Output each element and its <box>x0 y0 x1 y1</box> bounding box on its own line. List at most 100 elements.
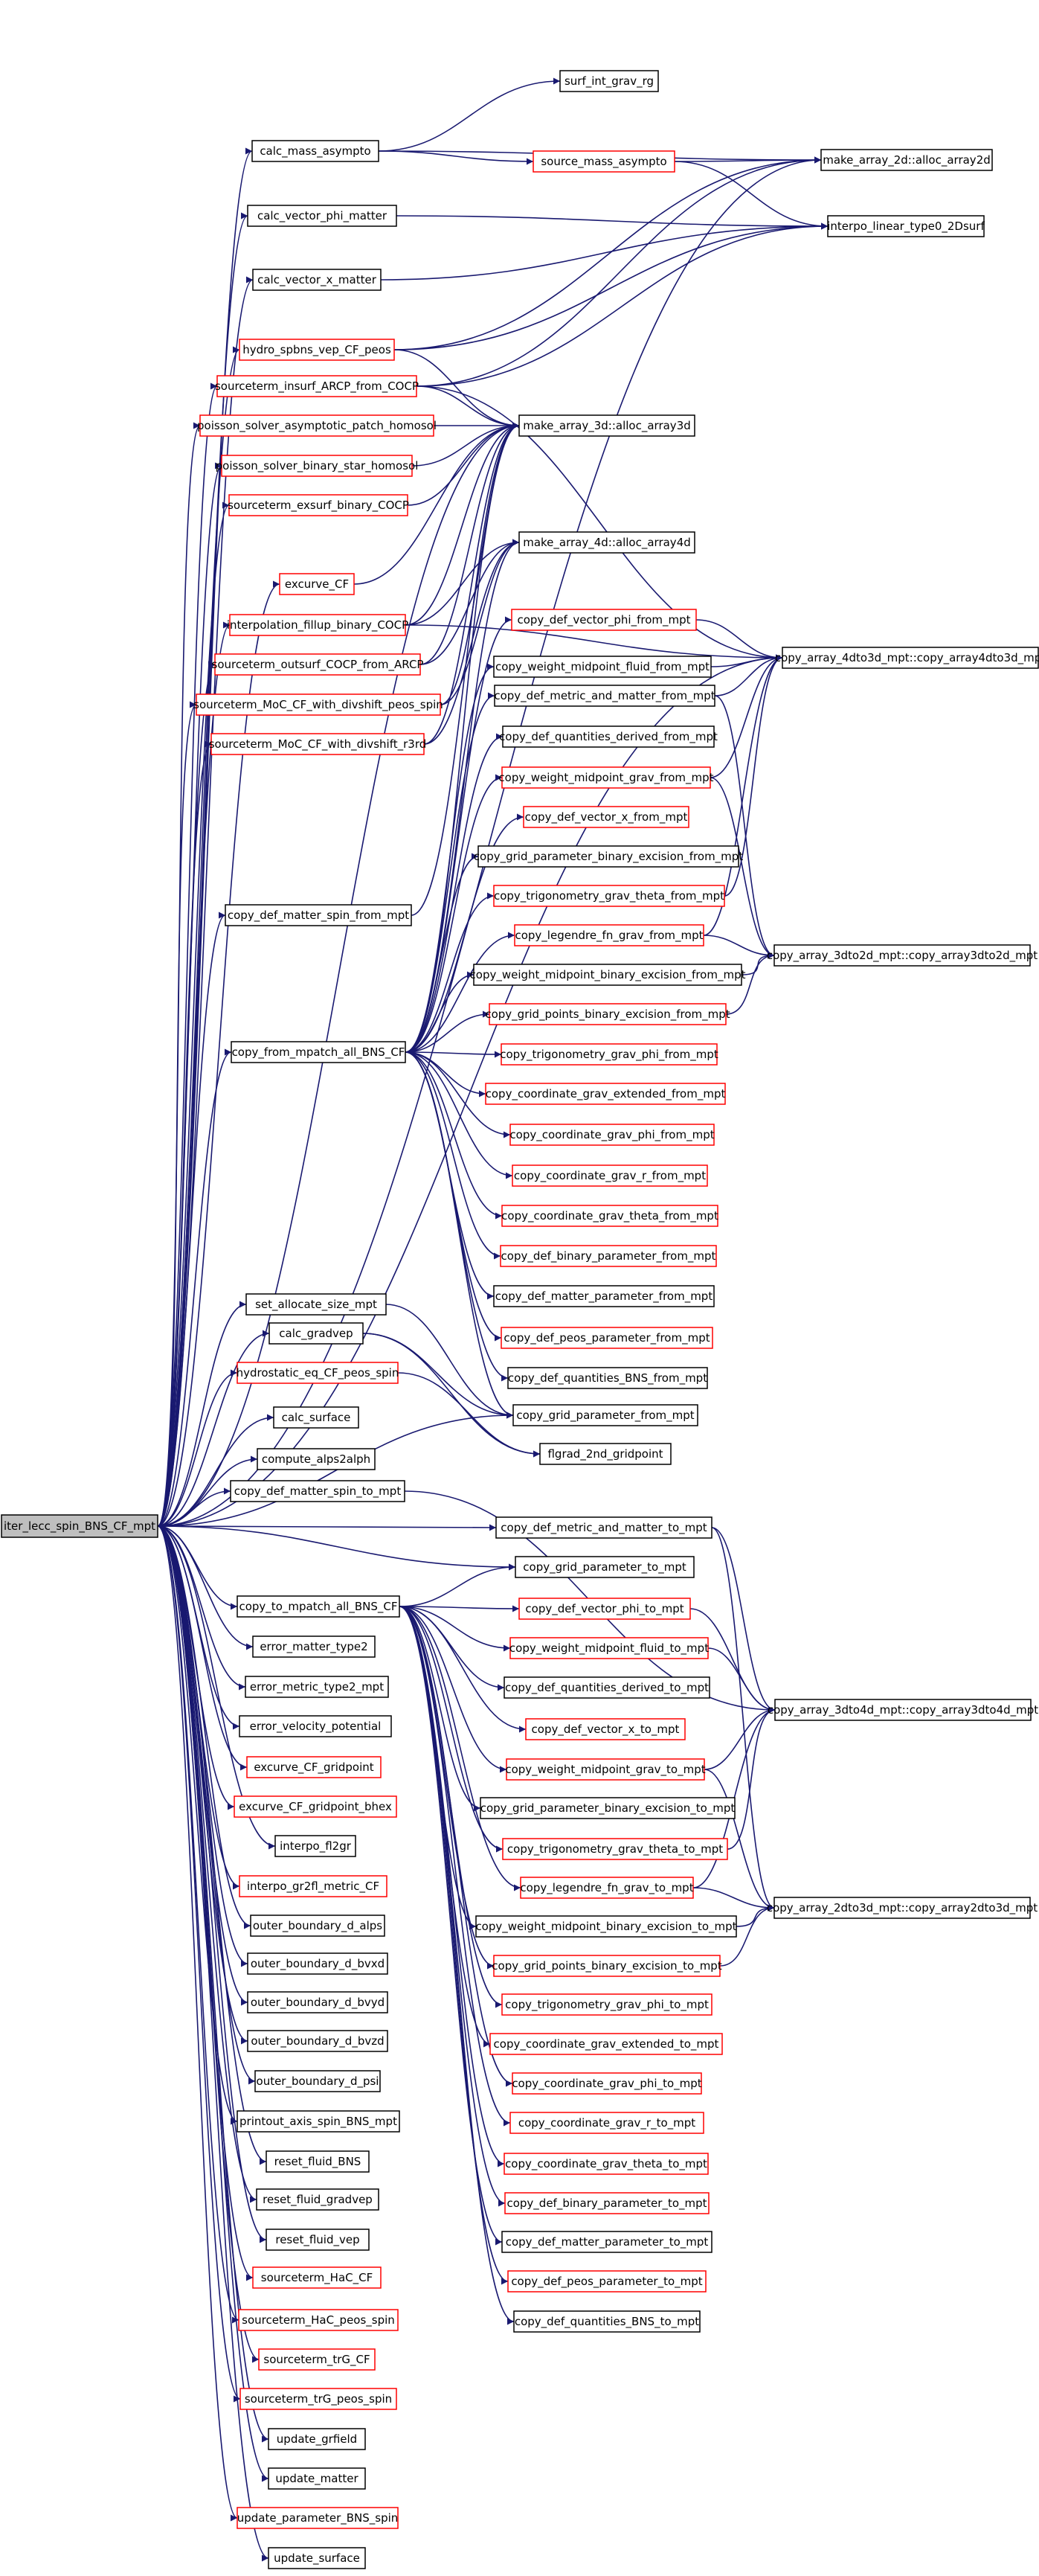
node-copy-def-matter-parameter-to-mpt[interactable]: copy_def_matter_parameter_to_mpt <box>501 2231 712 2253</box>
node-copy-coordinate-grav-theta-to-mpt[interactable]: copy_coordinate_grav_theta_to_mpt <box>504 2153 709 2175</box>
node-copy-from-mpatch-all-bns-cf[interactable]: copy_from_mpatch_all_BNS_CF <box>231 1041 406 1063</box>
node-source-mass-asympto[interactable]: source_mass_asympto <box>533 150 675 173</box>
node-copy-coordinate-grav-r-from-mpt[interactable]: copy_coordinate_grav_r_from_mpt <box>512 1164 708 1187</box>
node-calc-vector-x-matter[interactable]: calc_vector_x_matter <box>252 269 382 291</box>
node-copy-def-vector-x-from-mpt[interactable]: copy_def_vector_x_from_mpt <box>523 806 689 828</box>
node-copy-array-3dto2d-mpt-copy-array3dto2d-mpt[interactable]: copy_array_3dto2d_mpt::copy_array3dto2d_… <box>767 944 1038 967</box>
node-make-array-3d-alloc-array3d[interactable]: make_array_3d::alloc_array3d <box>518 414 695 437</box>
node-copy-def-peos-parameter-to-mpt[interactable]: copy_def_peos_parameter_to_mpt <box>507 2270 707 2293</box>
node-outer-boundary-d-bvzd[interactable]: outer_boundary_d_bvzd <box>247 2030 388 2052</box>
node-copy-def-binary-parameter-to-mpt[interactable]: copy_def_binary_parameter_to_mpt <box>504 2192 710 2214</box>
node-copy-weight-midpoint-fluid-to-mpt[interactable]: copy_weight_midpoint_fluid_to_mpt <box>509 1637 709 1659</box>
node-copy-def-quantities-bns-from-mpt[interactable]: copy_def_quantities_BNS_from_mpt <box>507 1367 708 1389</box>
node-copy-array-2dto3d-mpt-copy-array2dto3d-mpt[interactable]: copy_array_2dto3d_mpt::copy_array2dto3d_… <box>767 1897 1038 1919</box>
node-sourceterm-hac-peos-spin[interactable]: sourceterm_HaC_peos_spin <box>238 2309 399 2331</box>
node-copy-grid-parameter-to-mpt[interactable]: copy_grid_parameter_to_mpt <box>515 1556 695 1578</box>
node-error-metric-type2-mpt[interactable]: error_metric_type2_mpt <box>245 1676 389 1698</box>
node-update-surface[interactable]: update_surface <box>268 2547 366 2569</box>
node-copy-grid-parameter-binary-excision-to-mpt[interactable]: copy_grid_parameter_binary_excision_to_m… <box>480 1797 736 1819</box>
node-copy-coordinate-grav-extended-from-mpt[interactable]: copy_coordinate_grav_extended_from_mpt <box>485 1083 726 1105</box>
node-printout-axis-spin-bns-mpt[interactable]: printout_axis_spin_BNS_mpt <box>237 2110 400 2133</box>
node-copy-grid-parameter-binary-excision-from-mpt[interactable]: copy_grid_parameter_binary_excision_from… <box>474 845 744 868</box>
node-iter-lecc-spin-bns-cf-mpt[interactable]: iter_lecc_spin_BNS_CF_mpt <box>1 1514 158 1538</box>
node-copy-def-matter-parameter-from-mpt[interactable]: copy_def_matter_parameter_from_mpt <box>493 1285 715 1307</box>
node-poisson-solver-binary-star-homosol[interactable]: poisson_solver_binary_star_homosol <box>216 455 419 477</box>
node-copy-def-binary-parameter-from-mpt[interactable]: copy_def_binary_parameter_from_mpt <box>500 1245 717 1267</box>
node-sourceterm-moc-cf-with-divshift-r3rd[interactable]: sourceterm_MoC_CF_with_divshift_r3rd <box>209 733 427 755</box>
node-copy-trigonometry-grav-theta-to-mpt[interactable]: copy_trigonometry_grav_theta_to_mpt <box>502 1838 728 1860</box>
node-flgrad-2nd-gridpoint[interactable]: flgrad_2nd_gridpoint <box>539 1443 672 1465</box>
node-interpo-gr2fl-metric-cf[interactable]: interpo_gr2fl_metric_CF <box>239 1875 387 1897</box>
node-copy-weight-midpoint-binary-excision-to-mpt[interactable]: copy_weight_midpoint_binary_excision_to_… <box>475 1915 737 1938</box>
node-copy-def-metric-and-matter-to-mpt[interactable]: copy_def_metric_and_matter_to_mpt <box>495 1516 712 1539</box>
node-copy-weight-midpoint-fluid-from-mpt[interactable]: copy_weight_midpoint_fluid_from_mpt <box>493 656 712 678</box>
node-copy-def-vector-x-to-mpt[interactable]: copy_def_vector_x_to_mpt <box>525 1718 686 1740</box>
node-copy-array-4dto3d-mpt-copy-array4dto3d-mpt[interactable]: copy_array_4dto3d_mpt::copy_array4dto3d_… <box>775 647 1039 669</box>
node-interpo-fl2gr[interactable]: interpo_fl2gr <box>274 1835 356 1857</box>
node-copy-def-quantities-derived-to-mpt[interactable]: copy_def_quantities_derived_to_mpt <box>504 1676 710 1699</box>
node-copy-coordinate-grav-phi-to-mpt[interactable]: copy_coordinate_grav_phi_to_mpt <box>512 2072 702 2095</box>
node-copy-to-mpatch-all-bns-cf[interactable]: copy_to_mpatch_all_BNS_CF <box>237 1595 400 1618</box>
node-update-matter[interactable]: update_matter <box>268 2467 366 2490</box>
node-calc-surface[interactable]: calc_surface <box>273 1406 359 1429</box>
node-copy-def-quantities-derived-from-mpt[interactable]: copy_def_quantities_derived_from_mpt <box>499 725 718 748</box>
node-copy-coordinate-grav-extended-to-mpt[interactable]: copy_coordinate_grav_extended_to_mpt <box>489 2033 723 2055</box>
node-copy-grid-points-binary-excision-to-mpt[interactable]: copy_grid_points_binary_excision_to_mpt <box>492 1955 722 1977</box>
node-reset-fluid-gradvep[interactable]: reset_fluid_gradvep <box>256 2188 379 2211</box>
node-copy-def-vector-phi-from-mpt[interactable]: copy_def_vector_phi_from_mpt <box>511 609 697 631</box>
node-hydro-spbns-vep-cf-peos[interactable]: hydro_spbns_vep_CF_peos <box>239 339 395 361</box>
node-copy-array-3dto4d-mpt-copy-array3dto4d-mpt[interactable]: copy_array_3dto4d_mpt::copy_array3dto4d_… <box>768 1699 1038 1721</box>
node-copy-legendre-fn-grav-to-mpt[interactable]: copy_legendre_fn_grav_to_mpt <box>520 1877 694 1899</box>
node-copy-trigonometry-grav-phi-from-mpt[interactable]: copy_trigonometry_grav_phi_from_mpt <box>500 1043 718 1066</box>
node-surf-int-grav-rg[interactable]: surf_int_grav_rg <box>559 70 659 92</box>
node-error-velocity-potential[interactable]: error_velocity_potential <box>239 1715 392 1737</box>
node-copy-coordinate-grav-theta-from-mpt[interactable]: copy_coordinate_grav_theta_from_mpt <box>501 1205 718 1227</box>
node-calc-vector-phi-matter[interactable]: calc_vector_phi_matter <box>247 205 397 227</box>
node-set-allocate-size-mpt[interactable]: set_allocate_size_mpt <box>245 1293 387 1316</box>
node-copy-grid-points-binary-excision-from-mpt[interactable]: copy_grid_points_binary_excision_from_mp… <box>485 1003 730 1025</box>
node-hydrostatic-eq-cf-peos-spin[interactable]: hydrostatic_eq_CF_peos_spin <box>237 1362 399 1384</box>
node-excurve-cf-gridpoint-bhex[interactable]: excurve_CF_gridpoint_bhex <box>234 1795 397 1818</box>
node-excurve-cf[interactable]: excurve_CF <box>279 573 355 595</box>
node-copy-grid-parameter-from-mpt[interactable]: copy_grid_parameter_from_mpt <box>512 1404 698 1426</box>
node-interpolation-fillup-binary-cocp[interactable]: interpolation_fillup_binary_COCP <box>227 614 408 636</box>
node-copy-weight-midpoint-binary-excision-from-mpt[interactable]: copy_weight_midpoint_binary_excision_fro… <box>470 964 746 986</box>
node-sourceterm-outsurf-cocp-from-arcp[interactable]: sourceterm_outsurf_COCP_from_ARCP <box>212 653 424 676</box>
node-copy-def-metric-and-matter-from-mpt[interactable]: copy_def_metric_and_matter_from_mpt <box>494 685 715 707</box>
node-calc-mass-asympto[interactable]: calc_mass_asympto <box>251 140 379 162</box>
node-copy-weight-midpoint-grav-from-mpt[interactable]: copy_weight_midpoint_grav_from_mpt <box>498 766 714 789</box>
node-sourceterm-exsurf-binary-cocp[interactable]: sourceterm_exsurf_binary_COCP <box>228 494 409 516</box>
node-copy-coordinate-grav-phi-from-mpt[interactable]: copy_coordinate_grav_phi_from_mpt <box>509 1124 715 1146</box>
node-copy-def-quantities-bns-to-mpt[interactable]: copy_def_quantities_BNS_to_mpt <box>513 2310 701 2333</box>
node-poisson-solver-asymptotic-patch-homosol[interactable]: poisson_solver_asymptotic_patch_homosol <box>197 414 437 437</box>
node-outer-boundary-d-psi[interactable]: outer_boundary_d_psi <box>254 2070 381 2092</box>
node-excurve-cf-gridpoint[interactable]: excurve_CF_gridpoint <box>246 1756 382 1778</box>
node-make-array-2d-alloc-array2d[interactable]: make_array_2d::alloc_array2d <box>820 149 993 171</box>
node-reset-fluid-vep[interactable]: reset_fluid_vep <box>266 2229 370 2251</box>
node-calc-gradvep[interactable]: calc_gradvep <box>268 1322 364 1345</box>
node-sourceterm-insurf-arcp-from-cocp[interactable]: sourceterm_insurf_ARCP_from_COCP <box>215 375 419 397</box>
node-update-grfield[interactable]: update_grfield <box>268 2428 366 2450</box>
node-error-matter-type2[interactable]: error_matter_type2 <box>252 1635 376 1658</box>
node-update-parameter-bns-spin[interactable]: update_parameter_BNS_spin <box>237 2507 399 2529</box>
node-make-array-4d-alloc-array4d[interactable]: make_array_4d::alloc_array4d <box>518 531 695 554</box>
node-copy-trigonometry-grav-phi-to-mpt[interactable]: copy_trigonometry_grav_phi_to_mpt <box>501 1993 712 2016</box>
node-copy-def-peos-parameter-from-mpt[interactable]: copy_def_peos_parameter_from_mpt <box>501 1327 713 1349</box>
node-sourceterm-trg-cf[interactable]: sourceterm_trG_CF <box>258 2348 376 2371</box>
node-copy-trigonometry-grav-theta-from-mpt[interactable]: copy_trigonometry_grav_theta_from_mpt <box>493 885 725 907</box>
node-copy-coordinate-grav-r-to-mpt[interactable]: copy_coordinate_grav_r_to_mpt <box>509 2112 704 2134</box>
node-sourceterm-trg-peos-spin[interactable]: sourceterm_trG_peos_spin <box>239 2388 397 2410</box>
node-interpo-linear-type0-2dsurf[interactable]: interpo_linear_type0_2Dsurf <box>827 215 985 237</box>
node-copy-def-vector-phi-to-mpt[interactable]: copy_def_vector_phi_to_mpt <box>518 1598 691 1620</box>
node-copy-def-matter-spin-to-mpt[interactable]: copy_def_matter_spin_to_mpt <box>230 1480 405 1502</box>
node-copy-weight-midpoint-grav-to-mpt[interactable]: copy_weight_midpoint_grav_to_mpt <box>505 1758 706 1781</box>
node-copy-legendre-fn-grav-from-mpt[interactable]: copy_legendre_fn_grav_from_mpt <box>514 924 704 946</box>
node-outer-boundary-d-alps[interactable]: outer_boundary_d_alps <box>250 1915 385 1937</box>
node-sourceterm-moc-cf-with-divshift-peos-spin[interactable]: sourceterm_MoC_CF_with_divshift_peos_spi… <box>193 693 443 716</box>
node-compute-alps2alph[interactable]: compute_alps2alph <box>257 1448 376 1470</box>
node-reset-fluid-bns[interactable]: reset_fluid_BNS <box>266 2150 370 2173</box>
node-copy-def-matter-spin-from-mpt[interactable]: copy_def_matter_spin_from_mpt <box>225 904 412 926</box>
node-sourceterm-hac-cf[interactable]: sourceterm_HaC_CF <box>252 2266 382 2289</box>
node-outer-boundary-d-bvxd[interactable]: outer_boundary_d_bvxd <box>247 1952 388 1975</box>
node-outer-boundary-d-bvyd[interactable]: outer_boundary_d_bvyd <box>247 1991 388 2013</box>
